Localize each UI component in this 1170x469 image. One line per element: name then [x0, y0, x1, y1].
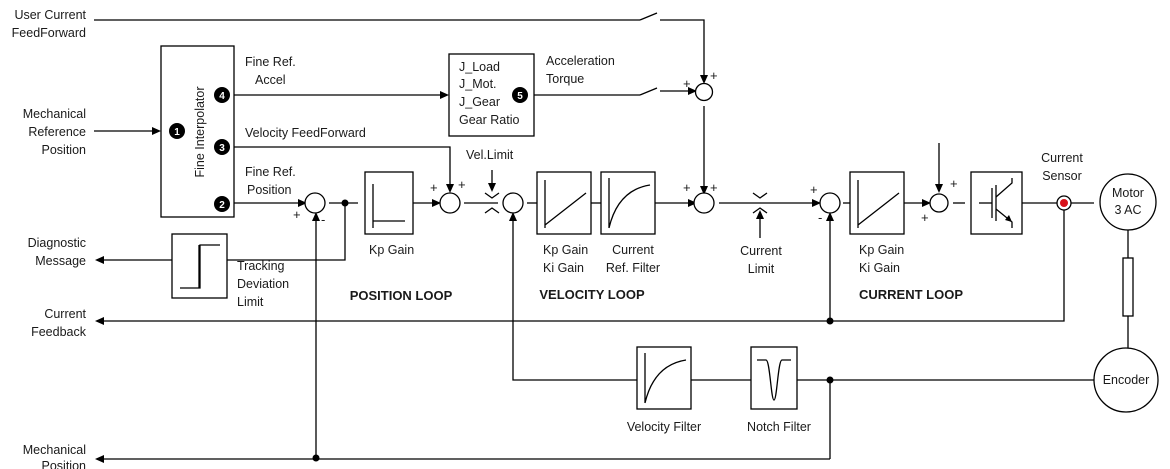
sum-position-error	[304, 192, 326, 214]
fine-ref-accel-label-2: Accel	[255, 73, 286, 87]
accel-torque-label-2: Torque	[546, 72, 584, 86]
diag-label-1: Diagnostic	[28, 236, 86, 250]
diag-label-2: Message	[35, 254, 86, 268]
svg-text:+: +	[950, 176, 958, 191]
position-kp-label: Kp Gain	[369, 243, 414, 257]
current-loop-label: CURRENT LOOP	[859, 287, 963, 302]
mech-ref-label-3: Position	[42, 143, 87, 157]
user-current-ff-label-2: FeedForward	[12, 26, 86, 40]
notch-filter-label: Notch Filter	[747, 420, 811, 434]
current-feedback-label-1: Current	[44, 307, 86, 321]
mech-ref-label-2: Reference	[28, 125, 86, 139]
mech-pos-label-1: Mechanical	[23, 443, 86, 457]
user-current-ff-label-1: User Current	[14, 8, 86, 22]
svg-text:+: +	[683, 76, 691, 91]
velocity-pi-label-1: Kp Gain	[543, 243, 588, 257]
velocity-filter-label: Velocity Filter	[627, 420, 701, 434]
junction-dots	[312, 199, 834, 462]
encoder-circle	[1093, 347, 1159, 413]
badge-1: 1	[169, 123, 185, 139]
tracking-label-1: Tracking	[237, 259, 285, 273]
fine-ref-accel-label-1: Fine Ref.	[245, 55, 296, 69]
velocity-ff-label: Velocity FeedForward	[245, 126, 366, 140]
badge-3: 3	[214, 139, 230, 155]
transistor-icon	[979, 178, 1013, 228]
badge-4: 4	[214, 87, 230, 103]
fine-interpolator-label: Fine Interpolator	[193, 86, 207, 177]
inertia-line-3: J_Gear	[459, 95, 500, 109]
motor-label-2: 3 AC	[1114, 203, 1141, 217]
fine-ref-pos-label-1: Fine Ref.	[245, 165, 296, 179]
shaft-coupling	[1122, 257, 1134, 317]
current-pi-label-2: Ki Gain	[859, 261, 900, 275]
lowpass-icon	[608, 178, 651, 229]
mech-pos-label-2: Position	[42, 459, 87, 469]
current-ref-filter-label-1: Current	[612, 243, 654, 257]
velocity-limiter-icon	[484, 192, 500, 214]
svg-text:+: +	[458, 177, 466, 192]
switch-accel-torque	[639, 87, 658, 96]
sum-velocity-ff	[439, 192, 461, 214]
current-feedback-label-2: Feedback	[31, 325, 87, 339]
tracking-label-2: Deviation	[237, 277, 289, 291]
position-kp-block	[364, 171, 414, 235]
velocity-pi-label-2: Ki Gain	[543, 261, 584, 275]
badge-2: 2	[214, 196, 230, 212]
svg-text:+: +	[710, 68, 718, 83]
inertia-line-1: J_Load	[459, 60, 500, 74]
fine-interpolator-block	[160, 45, 235, 218]
inertia-line-4: Gear Ratio	[459, 113, 519, 127]
current-limit-label-2: Limit	[748, 262, 775, 276]
sum-current-out	[929, 193, 949, 213]
fine-ref-pos-label-2: Position	[247, 183, 292, 197]
inertia-line-2: J_Mot.	[459, 77, 497, 91]
svg-text:2: 2	[219, 200, 225, 211]
wires	[94, 19, 1129, 460]
junction-signs: + + + - + + + + + - + +	[293, 68, 958, 227]
svg-text:+: +	[921, 210, 929, 225]
current-pi-icon	[857, 180, 900, 228]
mech-ref-label-1: Mechanical	[23, 107, 86, 121]
notch-icon	[757, 359, 791, 401]
svg-text:-: -	[321, 212, 325, 227]
tracking-label-3: Limit	[237, 295, 264, 309]
notch-filter-block	[750, 346, 798, 410]
sum-current-ff	[693, 192, 715, 214]
switch-user-ff	[639, 12, 658, 21]
current-sensor-label-2: Sensor	[1042, 169, 1082, 183]
vel-limit-label: Vel.Limit	[466, 148, 514, 162]
arrowheads	[95, 75, 943, 463]
current-limiter-icon	[752, 192, 768, 214]
position-kp-icon	[372, 184, 405, 228]
current-limit-label-1: Current	[740, 244, 782, 258]
current-sensor-label-1: Current	[1041, 151, 1083, 165]
sum-accel	[694, 82, 714, 102]
svg-text:4: 4	[219, 91, 225, 102]
svg-text:+: +	[683, 180, 691, 195]
svg-text:1: 1	[174, 127, 180, 138]
current-ref-filter-label-2: Ref. Filter	[606, 261, 660, 275]
encoder-label: Encoder	[1103, 373, 1150, 387]
svg-text:+: +	[810, 182, 818, 197]
svg-text:-: -	[818, 210, 822, 225]
svg-text:5: 5	[517, 91, 523, 102]
velocity-loop-label: VELOCITY LOOP	[539, 287, 645, 302]
position-loop-label: POSITION LOOP	[350, 288, 453, 303]
hysteresis-icon	[180, 244, 220, 289]
accel-torque-label-1: Acceleration	[546, 54, 615, 68]
motor-circle	[1099, 173, 1157, 231]
velocity-pi-icon	[544, 180, 587, 228]
current-sensor-dot	[1060, 199, 1068, 207]
svg-text:+: +	[293, 207, 301, 222]
sum-velocity-error	[502, 192, 524, 214]
svg-text:+: +	[430, 180, 438, 195]
svg-text:+: +	[710, 180, 718, 195]
velocity-filter-icon	[644, 353, 687, 404]
svg-text:3: 3	[219, 143, 225, 154]
sum-current-error	[819, 192, 841, 214]
badge-5: 5	[512, 87, 528, 103]
motor-label-1: Motor	[1112, 186, 1144, 200]
current-pi-label-1: Kp Gain	[859, 243, 904, 257]
